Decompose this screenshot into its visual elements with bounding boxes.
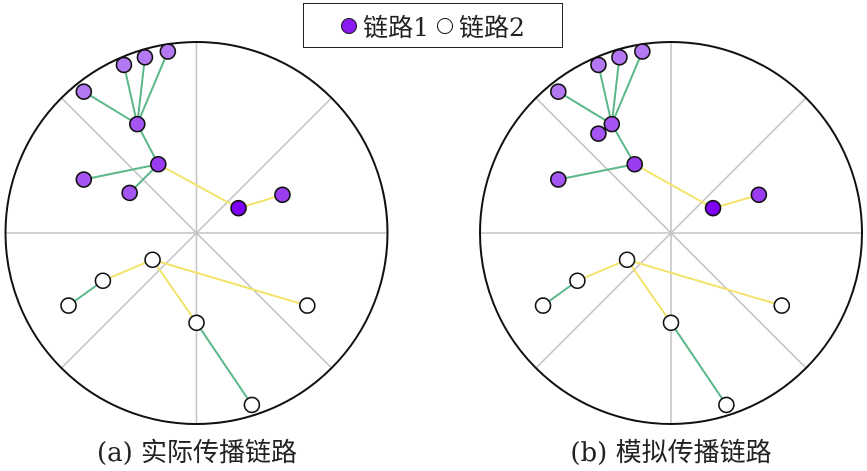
- edge-C-I: [83, 163, 159, 181]
- edge-K-N: [152, 258, 308, 307]
- edge-D-H: [610, 51, 644, 125]
- caption-a: (a) 实际传播链路: [96, 438, 298, 468]
- edge-D-F: [597, 64, 613, 125]
- node-N: [773, 297, 791, 314]
- node-M: [60, 297, 77, 314]
- node-L: [569, 272, 586, 290]
- node-F: [115, 56, 133, 74]
- edge-A-C: [634, 163, 714, 210]
- node-K: [144, 251, 161, 269]
- edge-D-F: [122, 64, 139, 125]
- grid-line: [535, 97, 807, 369]
- node-X: [590, 125, 607, 142]
- node-O: [662, 314, 680, 332]
- edge-A-C: [157, 163, 240, 210]
- edge-K-N: [626, 258, 783, 307]
- legend-label: 链路2: [459, 12, 525, 42]
- hollow-circle-icon: [437, 17, 453, 34]
- edge-C-I: [558, 163, 635, 181]
- node-G: [611, 48, 628, 66]
- legend-label: 链路1: [363, 12, 429, 42]
- node-H: [159, 43, 177, 60]
- filled-circle-icon: [341, 17, 358, 34]
- node-I: [75, 171, 93, 188]
- node-K: [618, 251, 636, 269]
- node-D: [603, 115, 621, 133]
- edge-D-E: [83, 90, 138, 125]
- node-I: [550, 171, 567, 188]
- node-B: [274, 186, 291, 204]
- legend-item-chain2: 链路2: [437, 8, 525, 44]
- node-E: [550, 83, 567, 100]
- plot-boundary: [4, 41, 389, 425]
- node-A: [704, 199, 722, 217]
- node-C: [626, 155, 644, 173]
- grid-line: [60, 97, 333, 369]
- edge-D-H: [136, 51, 169, 125]
- node-O: [188, 314, 205, 332]
- edge-D-G: [610, 57, 621, 125]
- polar-plot-b: [479, 41, 863, 425]
- edge-K-L: [577, 258, 628, 282]
- node-F: [590, 56, 607, 74]
- edge-D-G: [136, 57, 146, 125]
- node-G: [136, 48, 154, 66]
- edge-K-L: [102, 258, 153, 282]
- edge-D-E: [557, 90, 613, 125]
- node-B: [750, 186, 768, 204]
- node-M: [534, 297, 552, 314]
- node-P: [243, 396, 261, 414]
- edge-K-O: [151, 259, 198, 324]
- node-H: [634, 43, 651, 60]
- edge-O-P: [195, 322, 253, 406]
- edge-K-O: [626, 259, 672, 324]
- plot-boundary: [479, 41, 863, 425]
- node-E: [75, 83, 93, 100]
- caption-b: (b) 模拟传播链路: [570, 438, 772, 468]
- legend-item-chain1: 链路1: [341, 8, 429, 44]
- node-L: [94, 272, 112, 290]
- node-N: [298, 297, 316, 314]
- node-C: [150, 155, 167, 173]
- node-J: [121, 184, 138, 202]
- legend: 链路1 链路2: [303, 3, 563, 48]
- node-P: [718, 396, 735, 414]
- edge-O-P: [670, 322, 728, 406]
- node-D: [128, 115, 146, 133]
- polar-plot-a: [4, 41, 389, 425]
- node-A: [230, 199, 247, 217]
